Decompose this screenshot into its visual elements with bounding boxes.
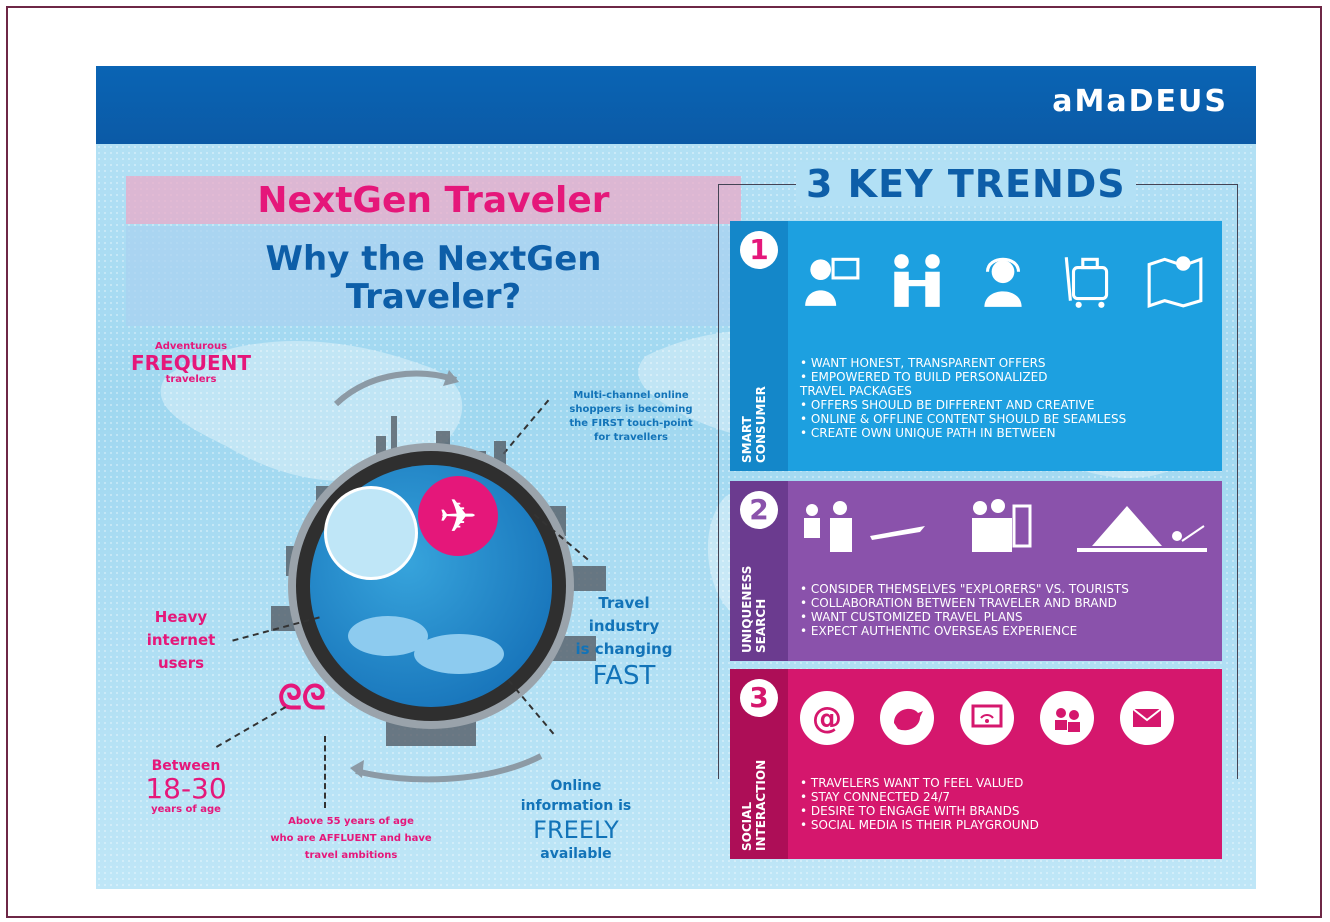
age-ring-icon: ᘓᘓ: [278, 678, 326, 718]
user-computer-icon: [805, 257, 860, 306]
travelers-airplane-icon: [804, 501, 925, 552]
frequent-travelers-label: Adventurous FREQUENT travelers: [116, 341, 266, 385]
card-sidebar: 1 SMART CONSUMER: [730, 221, 788, 471]
freely-text: FREELY: [533, 816, 619, 844]
subtitle-line-2: Traveler?: [345, 277, 522, 317]
online-line-1: Online: [550, 778, 602, 794]
wifi-screen-icon: [960, 691, 1014, 745]
cloud-icon: [414, 634, 504, 674]
bullet: • EXPECT AUTHENTIC OVERSEAS EXPERIENCE: [800, 624, 1078, 638]
bullet: • TRAVELERS WANT TO FEEL VALUED: [800, 776, 1024, 790]
above55-line-2: who are AFFLUENT and have: [270, 833, 432, 844]
card-bullets: • WANT HONEST, TRANSPARENT OFFERS • EMPO…: [800, 356, 1126, 440]
bullet: • EMPOWERED TO BUILD PERSONALIZED: [800, 370, 1048, 384]
card-vertical-label: UNIQUENESS SEARCH: [732, 553, 786, 653]
bullet: • DESIRE TO ENGAGE WITH BRANDS: [800, 804, 1020, 818]
infographic: aMaDEUS NextGen Traveler Why the NextGen…: [96, 66, 1256, 889]
heavy-line-1: Heavy: [154, 608, 208, 626]
multichannel-line-1: Multi-channel online: [573, 390, 689, 401]
multichannel-line-2: shoppers is becoming: [569, 404, 693, 415]
bullet: • SOCIAL MEDIA IS THEIR PLAYGROUND: [800, 818, 1039, 832]
multichannel-line-4: for travellers: [594, 432, 668, 443]
subtitle-band: [126, 226, 741, 326]
bullet: • WANT HONEST, TRANSPARENT OFFERS: [800, 356, 1046, 370]
heavy-line-2: internet: [146, 631, 216, 649]
age-range: 18-30: [145, 772, 227, 805]
trend-number: 1: [740, 231, 778, 269]
above55-line-1: Above 55 years of age: [288, 816, 414, 827]
email-icon: [1120, 691, 1174, 745]
bullet: • COLLABORATION BETWEEN TRAVELER AND BRA…: [800, 596, 1117, 610]
brand-logo: aMaDEUS: [1052, 84, 1228, 119]
bird-icon: [880, 691, 934, 745]
card-icons: @: [800, 691, 1174, 745]
top-bar: aMaDEUS: [96, 66, 1256, 144]
available-text: available: [540, 846, 612, 862]
frequent-big: FREQUENT: [130, 351, 251, 375]
page-frame: aMaDEUS NextGen Traveler Why the NextGen…: [6, 6, 1322, 918]
card-vertical-label: SOCIAL INTERACTION: [732, 751, 786, 851]
chat-bubble-icon: [324, 486, 418, 580]
years-text: years of age: [151, 804, 221, 815]
card-sidebar: 3 SOCIAL INTERACTION: [730, 669, 788, 859]
between-text: Between: [151, 758, 221, 774]
card-icons: [800, 249, 1206, 311]
heavy-line-3: users: [157, 654, 205, 672]
bullet: • WANT CUSTOMIZED TRAVEL PLANS: [800, 610, 1023, 624]
map-icon: [1147, 256, 1203, 308]
card-bullets: • CONSIDER THEMSELVES "EXPLORERS" VS. TO…: [800, 582, 1129, 638]
arrow-arc-top: [333, 370, 459, 406]
card-icons: [800, 496, 1212, 556]
travel-fast: FAST: [592, 661, 656, 691]
trend-card-smart-consumer: 1 SMART CONSUMER • WANT HONEST, TRANSPAR…: [730, 221, 1222, 471]
arrow-arc-bottom: [350, 753, 543, 783]
social-interaction-label: SOCIAL INTERACTION: [740, 759, 768, 851]
online-info-label: Online information is FREELY available: [506, 776, 646, 864]
uniqueness-search-label: UNIQUENESS SEARCH: [740, 565, 768, 653]
trend-number: 3: [740, 679, 778, 717]
travel-line-3: is changing: [575, 640, 673, 658]
above-55-label: Above 55 years of age who are AFFLUENT a…: [236, 813, 466, 864]
luggage-icon: [1064, 257, 1109, 308]
bullet: • OFFERS SHOULD BE DIFFERENT AND CREATIV…: [800, 398, 1095, 412]
handshake-icon: [894, 254, 940, 307]
subtitle-line-1: Why the NextGen: [265, 239, 602, 279]
bullet: • ONLINE & OFFLINE CONTENT SHOULD BE SEA…: [800, 412, 1127, 426]
smart-consumer-label: SMART CONSUMER: [740, 386, 768, 463]
online-line-2: information is: [520, 798, 632, 814]
group-icon: [972, 499, 1032, 552]
dashed-line: [324, 736, 326, 808]
above55-line-3: travel ambitions: [304, 850, 398, 861]
airplane-icon: ✈: [418, 476, 498, 556]
title-band: [126, 176, 741, 224]
frequent-tail: travelers: [165, 374, 217, 385]
heavy-internet-label: Heavy internet users: [116, 606, 246, 675]
travel-line-1: Travel: [598, 594, 650, 612]
trend-number: 2: [740, 491, 778, 529]
bullet: • CONSIDER THEMSELVES "EXPLORERS" VS. TO…: [800, 582, 1129, 596]
multichannel-label: Multi-channel online shoppers is becomin…: [546, 389, 716, 445]
bullet: • CREATE OWN UNIQUE PATH IN BETWEEN: [800, 426, 1056, 440]
page-subtitle: Why the NextGen Traveler?: [166, 240, 701, 316]
support-agent-icon: [984, 257, 1022, 307]
frequent-small: Adventurous: [154, 341, 228, 352]
trend-card-uniqueness-search: 2 UNIQUENESS SEARCH • CONSIDER THEMSELVE…: [730, 481, 1222, 661]
card-bullets: • TRAVELERS WANT TO FEEL VALUED • STAY C…: [800, 776, 1039, 832]
trend-card-social-interaction: 3 SOCIAL INTERACTION @ • TRAVELERS WANT …: [730, 669, 1222, 859]
bullet: TRAVEL PACKAGES: [800, 384, 912, 398]
people-connect-icon: [1040, 691, 1094, 745]
travel-industry-label: Travel industry is changing FAST: [554, 592, 694, 691]
card-sidebar: 2 UNIQUENESS SEARCH: [730, 481, 788, 661]
travel-line-2: industry: [588, 617, 660, 635]
multichannel-line-3: the FIRST touch-point: [569, 418, 693, 429]
at-sign-icon: @: [800, 691, 854, 745]
age-range-label: Between 18-30 years of age: [126, 758, 246, 815]
bullet: • STAY CONNECTED 24/7: [800, 790, 950, 804]
card-vertical-label: SMART CONSUMER: [732, 363, 786, 463]
tent-icon: [1077, 506, 1207, 552]
trends-title: 3 KEY TRENDS: [796, 162, 1136, 206]
page-title: NextGen Traveler: [257, 180, 610, 221]
